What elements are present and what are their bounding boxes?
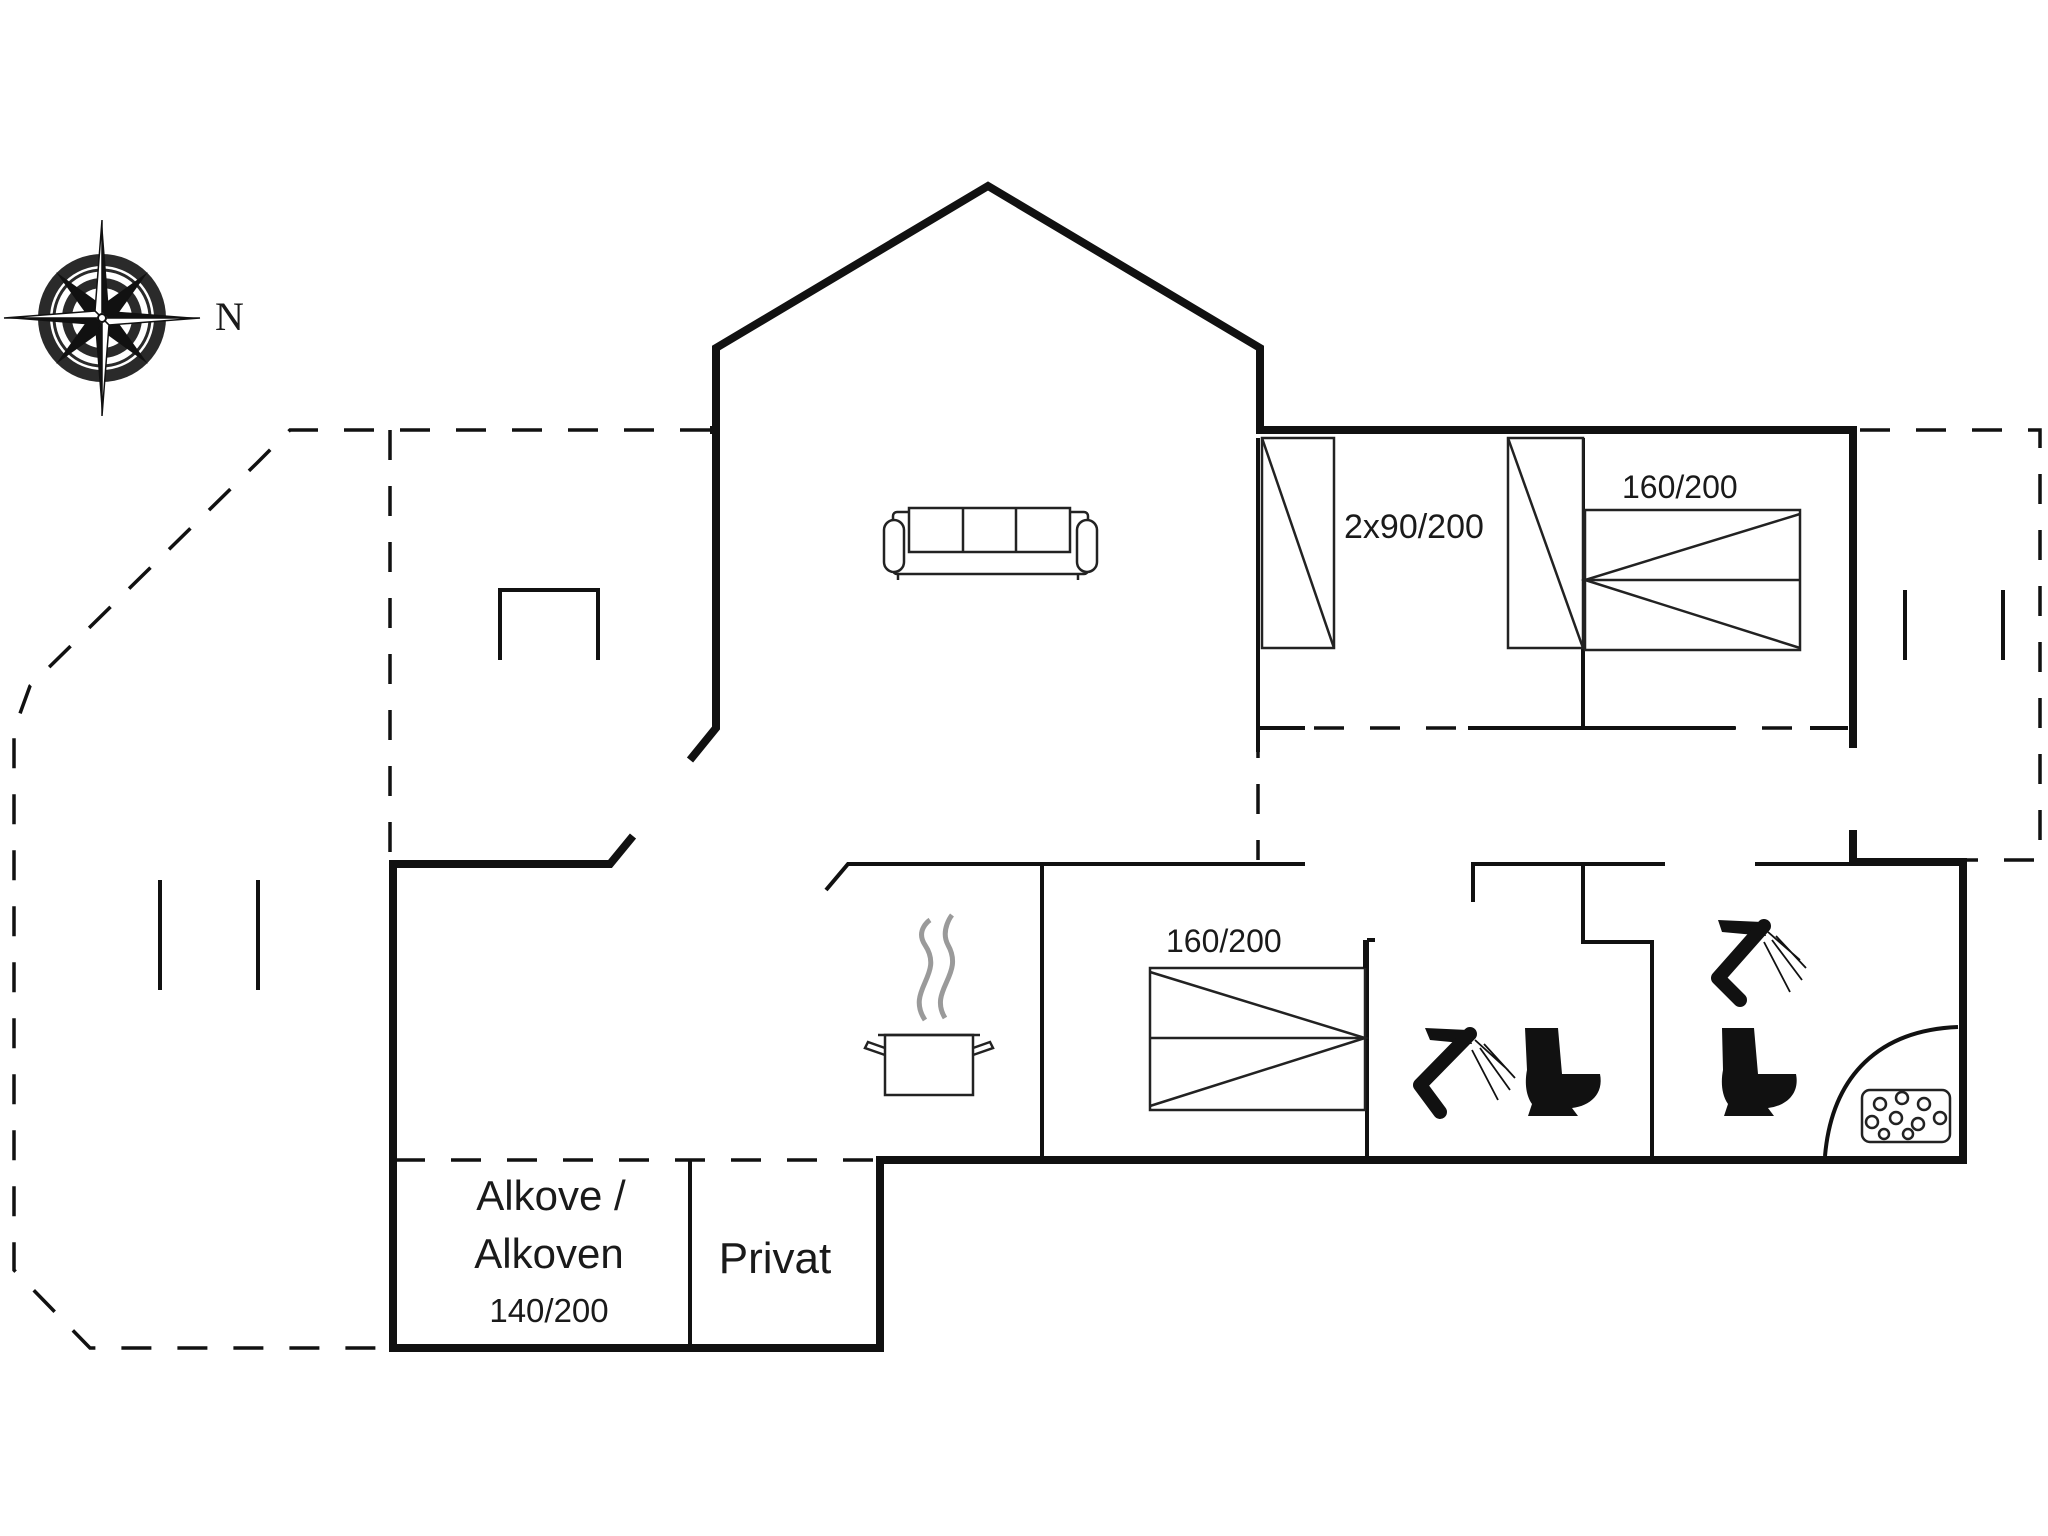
spa-bath-icon: [1823, 1025, 1959, 1157]
toilet-icon: [1525, 1028, 1601, 1116]
alcove-label-line2: Alkoven: [474, 1230, 623, 1277]
alcove-bed-size-label: 140/200: [489, 1292, 608, 1329]
bed-icon: [1148, 940, 1370, 1112]
bedroom-double-bottom-label: 160/200: [1166, 923, 1282, 959]
private-room-label: Privat: [719, 1234, 831, 1283]
sofa-icon: [882, 506, 1099, 580]
toilet-icon: [1721, 1028, 1797, 1116]
bed-icon: [1260, 436, 1585, 650]
shower-icon: [1711, 919, 1807, 1007]
shower-icon: [1413, 1027, 1516, 1119]
bedroom-double-top-label: 160/200: [1622, 469, 1738, 505]
alcove-label-line1: Alkove /: [476, 1172, 626, 1219]
bedroom-twin-label: 2x90/200: [1344, 508, 1484, 546]
north-label: N: [215, 294, 244, 339]
exterior-walls: [389, 181, 1967, 1352]
cooking-pot-icon: [863, 913, 995, 1097]
compass-rose-icon: [3, 219, 201, 417]
bed-icon: [1580, 508, 1802, 652]
outdoor-markers: [158, 588, 2005, 990]
